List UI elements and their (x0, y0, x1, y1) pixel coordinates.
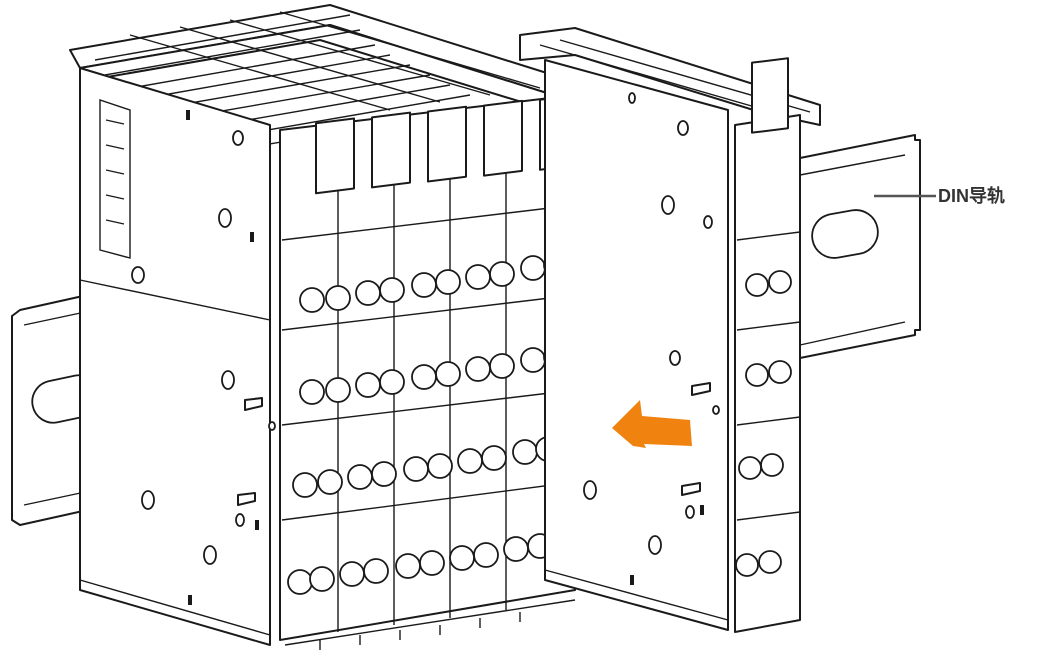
insert-direction-arrow (612, 400, 692, 448)
right-module (519, 27, 821, 633)
din-rail-right (789, 134, 921, 361)
din-rail-label: DIN导轨 (938, 185, 1005, 206)
left-stack-terminals (279, 94, 576, 650)
din-rail-callout: DIN导轨 (874, 185, 1005, 206)
left-module-stack (69, 4, 586, 646)
